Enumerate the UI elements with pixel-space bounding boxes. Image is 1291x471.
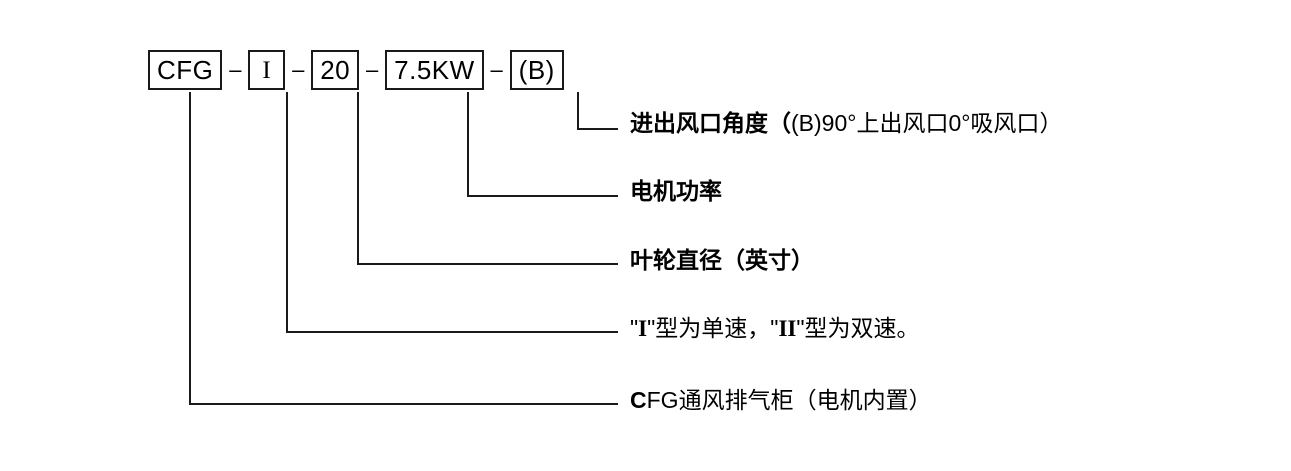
code-separator-4: – bbox=[490, 57, 503, 82]
annotation-speed-roman-one: I bbox=[638, 316, 648, 341]
annotation-speed-quote-close-1: " bbox=[647, 315, 656, 341]
annotation-angle: 进出风口角度（(B)90°上出风口0°吸风口） bbox=[630, 112, 1062, 135]
leader-model bbox=[189, 92, 618, 405]
annotation-speed-part-one: 型为单速， bbox=[655, 315, 771, 341]
annotation-speed: "I"型为单速，"II"型为双速。 bbox=[630, 315, 920, 341]
annotation-speed-quote-close-2: " bbox=[796, 315, 805, 341]
annotation-speed-quote-open-2: " bbox=[770, 315, 779, 341]
code-box-power: 7.5KW bbox=[385, 50, 484, 90]
code-box-diameter: 20 bbox=[311, 50, 360, 90]
model-code-row: CFG – I – 20 – 7.5KW – (B) bbox=[148, 48, 564, 92]
annotation-angle-open-paren: （ bbox=[768, 110, 791, 136]
code-separator-2: – bbox=[292, 57, 305, 82]
code-box-angle: (B) bbox=[509, 50, 564, 90]
code-separator-3: – bbox=[366, 57, 379, 82]
leader-speed bbox=[286, 92, 618, 333]
annotation-model: CFG通风排气柜（电机内置） bbox=[630, 389, 932, 412]
leader-power bbox=[467, 92, 618, 197]
annotation-angle-detail: (B)90°上出风口0°吸风口 bbox=[791, 110, 1040, 136]
code-box-series: CFG bbox=[148, 50, 223, 90]
annotation-speed-quote-open: " bbox=[630, 315, 639, 341]
annotation-angle-label: 进出风口角度 bbox=[630, 110, 768, 136]
annotation-model-initial: C bbox=[630, 387, 647, 413]
annotation-speed-part-two: 型为双速。 bbox=[804, 315, 920, 341]
annotation-power-label: 电机功率 bbox=[630, 178, 722, 204]
annotation-angle-close-paren: ） bbox=[1039, 110, 1063, 136]
code-separator-1: – bbox=[229, 57, 242, 82]
annotation-diameter-label: 叶轮直径（英寸） bbox=[630, 247, 814, 273]
annotation-speed-roman-two: II bbox=[778, 316, 797, 341]
annotation-power: 电机功率 bbox=[630, 180, 722, 203]
annotation-model-rest: FG通风排气柜（电机内置） bbox=[646, 387, 932, 413]
leader-diameter bbox=[357, 92, 618, 265]
code-box-speed: I bbox=[248, 50, 286, 90]
leader-angle bbox=[577, 92, 618, 130]
annotation-diameter: 叶轮直径（英寸） bbox=[630, 249, 814, 272]
